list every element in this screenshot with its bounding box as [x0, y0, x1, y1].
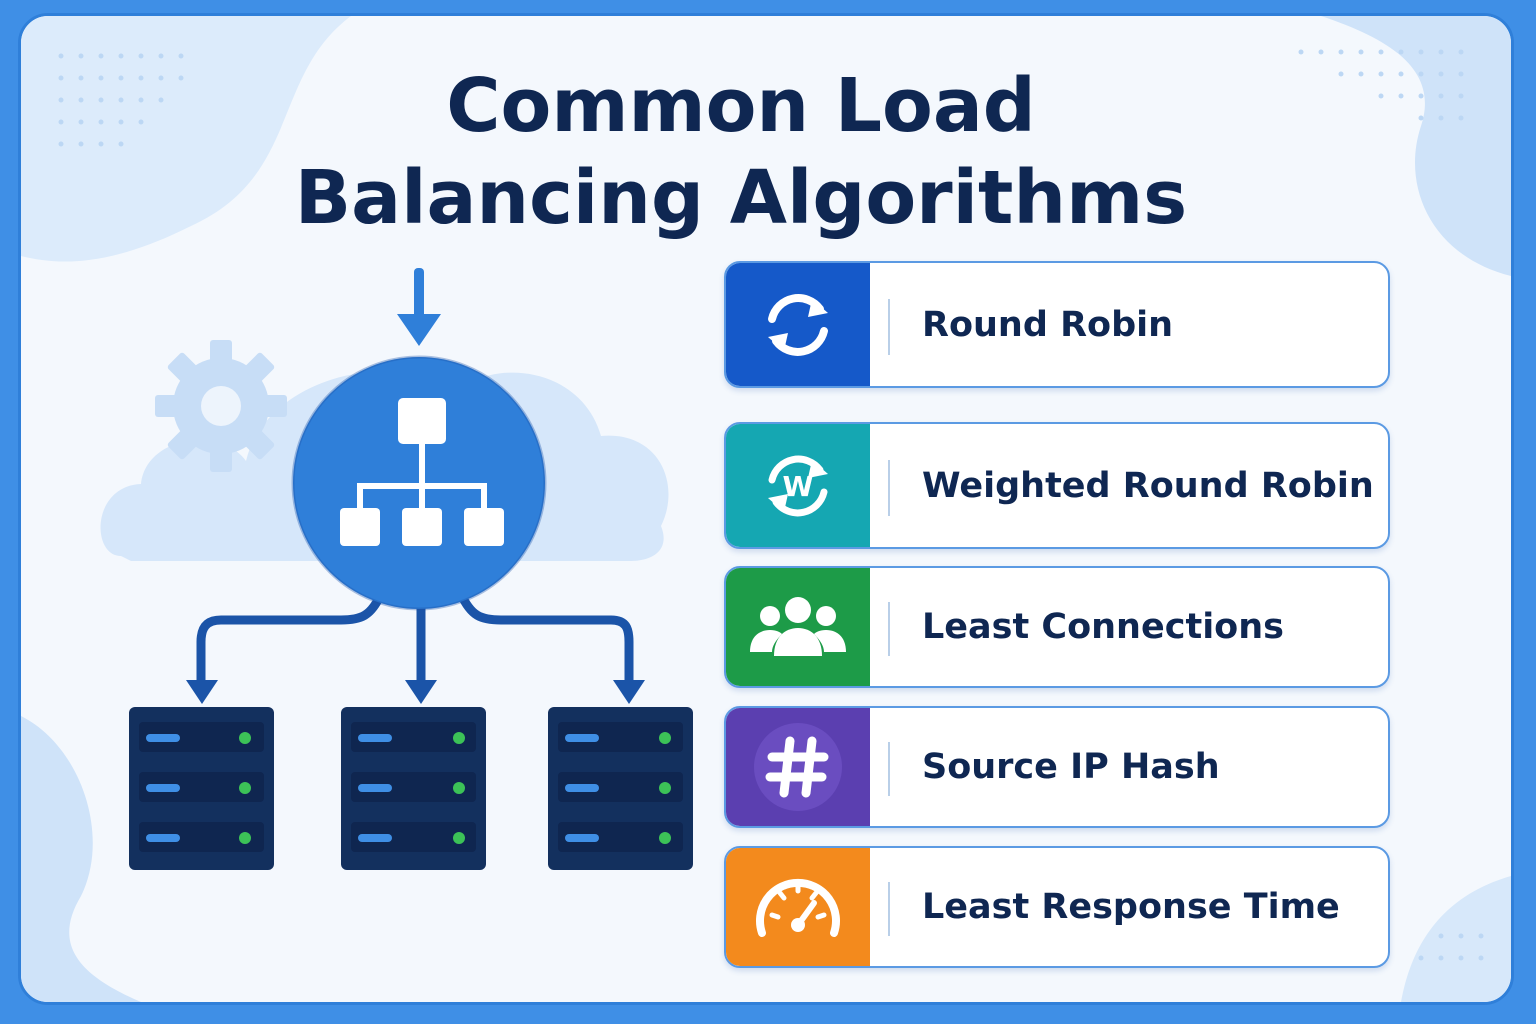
algorithm-card-least-response-time[interactable]: Least Response Time [724, 846, 1390, 968]
algorithm-divider [888, 299, 890, 355]
background-decor [21, 16, 1511, 1002]
weighted-w-icon: W [768, 455, 828, 516]
title-line-1: Common Load [446, 63, 1036, 149]
algorithm-label: Source IP Hash [922, 747, 1220, 787]
algorithm-icon-box [726, 708, 870, 826]
gear-icon [155, 340, 287, 472]
algorithm-card-least-connections[interactable]: Least Connections [724, 566, 1390, 688]
hash-icon [754, 723, 842, 811]
users-icon [750, 597, 846, 656]
hierarchy-icon [340, 398, 504, 546]
algorithm-label: Least Response Time [922, 887, 1340, 927]
algorithm-label: Weighted Round Robin [922, 465, 1374, 506]
algorithm-label: Least Connections [922, 607, 1284, 647]
algorithm-icon-box [726, 568, 870, 686]
algorithm-icon-box [726, 263, 870, 386]
algorithm-icon-box: W [726, 424, 870, 547]
svg-text:W: W [783, 470, 814, 503]
load-balancer-node [291, 355, 547, 611]
arrow-down-icon [397, 268, 441, 346]
algorithm-card-weighted-round-robin[interactable]: W Weighted Round Robin [724, 422, 1390, 549]
algorithm-label: Round Robin [922, 304, 1174, 345]
algorithm-divider [888, 882, 890, 936]
page-title: Common Load Balancing Algorithms [21, 60, 1461, 244]
algorithm-icon-box [726, 848, 870, 966]
algorithm-divider [888, 460, 890, 516]
infographic-frame: Common Load Balancing Algorithms [18, 13, 1514, 1005]
server-1 [129, 707, 274, 870]
algorithm-divider [888, 602, 890, 656]
load-balancer-diagram [100, 268, 693, 870]
algorithm-divider [888, 742, 890, 796]
server-2 [341, 707, 486, 870]
distribution-arrows [196, 589, 634, 689]
round-robin-icon [768, 293, 828, 356]
algorithm-card-source-ip-hash[interactable]: Source IP Hash [724, 706, 1390, 828]
algorithm-card-round-robin[interactable]: Round Robin [724, 261, 1390, 388]
server-3 [548, 707, 693, 870]
title-line-2: Balancing Algorithms [294, 155, 1188, 241]
speedometer-icon [756, 878, 840, 937]
